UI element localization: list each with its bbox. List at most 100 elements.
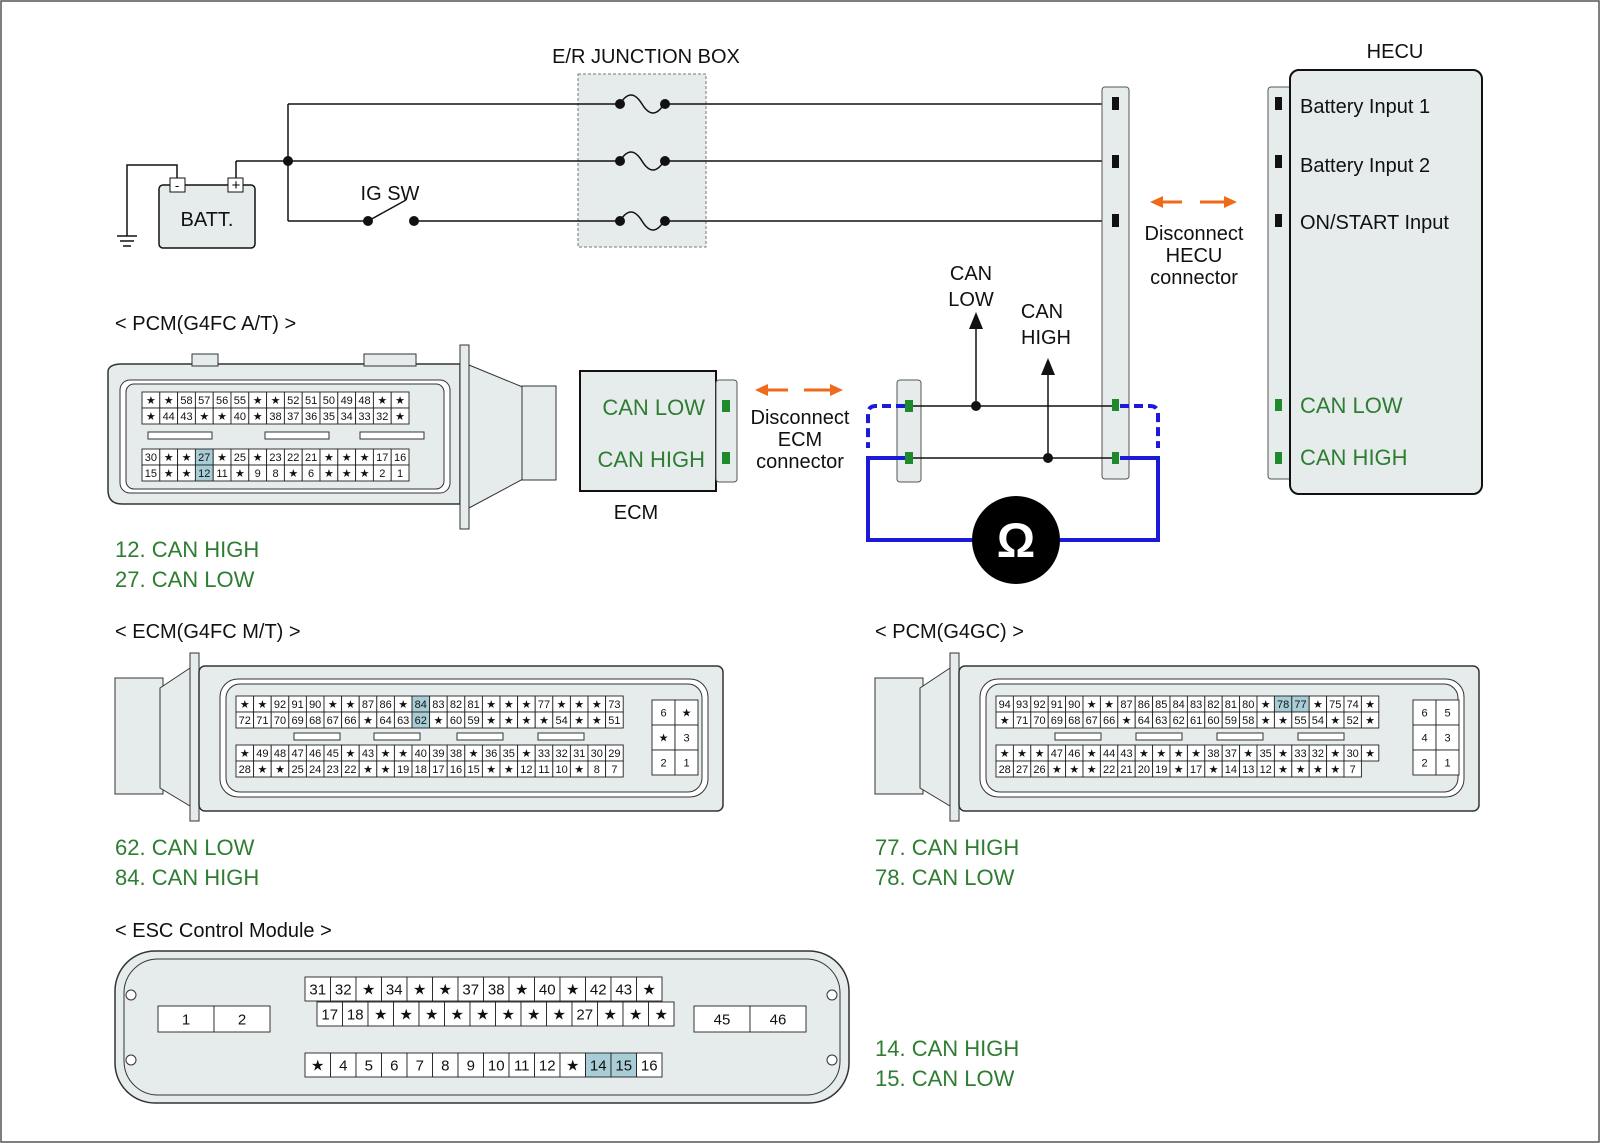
esc-pin-cell (316, 1001, 343, 1027)
ecm-mt-pin: ★ (363, 764, 373, 776)
ecm-mt-pin: 87 (362, 699, 374, 711)
pcm-at-pin: 49 (341, 395, 353, 407)
ecm-mt-pin: 70 (274, 715, 286, 727)
esc-pin: 5 (365, 1057, 373, 1074)
ecm-mt-side-pin: ★ (659, 732, 669, 744)
ecm-mt-pin: ★ (328, 699, 338, 711)
pcm-at-pin: 43 (180, 411, 192, 423)
pcm-gc-pin: ★ (1313, 764, 1323, 776)
ecm-mt-pin: ★ (240, 748, 250, 760)
ecm-mt-pin: 17 (432, 764, 444, 776)
can-high-probe-label-1: CAN (1021, 301, 1063, 323)
ecm-mt-pin: 12 (520, 764, 532, 776)
ecm-mt-pin: 7 (611, 764, 617, 776)
pcm-gc-side-pin: 3 (1444, 732, 1450, 744)
pcm-gc-pin: ★ (1365, 715, 1375, 727)
esc-pin-cell (508, 976, 535, 1002)
ecm-mt-pin: ★ (363, 715, 373, 727)
ecm-mt-pin: 62 (415, 715, 427, 727)
pcm-gc-pin: 66 (1103, 715, 1115, 727)
ecm-mt-pin: ★ (345, 748, 355, 760)
esc-pin-cell (648, 1001, 675, 1027)
pcm-gc-pin-cell (1343, 760, 1362, 778)
pcm-gc-pin: ★ (1243, 748, 1253, 760)
ecm-mt-pin: 71 (256, 715, 268, 727)
esc-pin-cell (495, 1001, 522, 1027)
pcm-gc-pin: 54 (1312, 715, 1324, 727)
ecm-mt-pin: 22 (344, 764, 356, 776)
ecm-mt-pin: ★ (345, 699, 355, 711)
pcm-gc-pin: 82 (1207, 699, 1219, 711)
esc-pin: ★ (553, 1006, 566, 1023)
ecm-mt-pin: 84 (415, 699, 427, 711)
disconnect-ecm-line-3: connector (756, 451, 844, 473)
ecm-mt-pin: 48 (274, 748, 286, 760)
pcm-gc-pin: ★ (1261, 699, 1271, 711)
pcm-gc-pin: 94 (999, 699, 1011, 711)
pcm-gc-pin: 30 (1347, 748, 1359, 760)
ecm-mt-pin: 63 (397, 715, 409, 727)
ecm-mt-pin: ★ (504, 715, 514, 727)
ecm-mt-pin: 23 (327, 764, 339, 776)
esc-pin-cell (520, 1001, 547, 1027)
esc-pin: 7 (416, 1057, 424, 1074)
ecm-mt-pin-cell (605, 760, 624, 778)
battery-plus-terminal (227, 177, 244, 193)
pcm-at-pin: 16 (394, 452, 406, 464)
esc-pin-cell (393, 1001, 420, 1027)
ecm-mt-pin: ★ (592, 715, 602, 727)
esc-pin: 8 (441, 1057, 449, 1074)
esc-pin: 1 (182, 1011, 190, 1028)
pcm-at-pin: ★ (360, 468, 370, 480)
ecm-mt-pin: 39 (432, 748, 444, 760)
ecm-mt-pin: 10 (555, 764, 567, 776)
hecu-module (1289, 69, 1483, 495)
esc-pin: ★ (566, 981, 579, 998)
pcm-at-pin: ★ (271, 395, 281, 407)
pcm-gc-pin: ★ (1296, 764, 1306, 776)
pcm-gc-pin: 59 (1225, 715, 1237, 727)
ecm-mt-pin: ★ (398, 748, 408, 760)
ecm-mt-pin: ★ (381, 764, 391, 776)
esc-pin: ★ (515, 981, 528, 998)
pcm-gc-pin: ★ (1174, 764, 1184, 776)
pcm-gc-pin: ★ (1122, 715, 1132, 727)
pcm-at-pin: 44 (163, 411, 175, 423)
ecm-mt-pin: 66 (344, 715, 356, 727)
pcm-gc-pin: 71 (1016, 715, 1028, 727)
esc-pin: ★ (566, 1057, 579, 1074)
ecm-connector-pin-high (722, 452, 730, 464)
ecm-mt-pin: ★ (257, 764, 267, 776)
pcm-gc-pin: ★ (1313, 699, 1323, 711)
pcm-gc-pin: 47 (1051, 748, 1063, 760)
esc-pin: ★ (413, 981, 426, 998)
ecm-mt-pin: 77 (538, 699, 550, 711)
pcm-at-pin: 51 (305, 395, 317, 407)
ecm-mt-pin: ★ (504, 764, 514, 776)
esc-pin: 2 (238, 1011, 246, 1028)
esc-pin: ★ (476, 1006, 489, 1023)
ecm-can-high: CAN HIGH (597, 447, 705, 472)
battery-minus-sign: - (175, 178, 179, 193)
esc-pin-cell (457, 1052, 484, 1078)
esc-pin-cell (342, 1001, 369, 1027)
esc-pin-cell (157, 1005, 215, 1033)
esc-pin: ★ (374, 1006, 387, 1023)
ecm-mt-pin: 28 (239, 764, 251, 776)
ecm-mt-pin: ★ (574, 699, 584, 711)
ecm-mt-side-pin: 3 (683, 732, 689, 744)
pcm-g4gc-title: < PCM(G4GC) > (875, 621, 1024, 643)
disconnect-ecm-line-2: ECM (778, 429, 822, 451)
ecm-mt-pin: 73 (608, 699, 620, 711)
ecm-mt-pin: 68 (309, 715, 321, 727)
ecm-mt-pin: 64 (379, 715, 391, 727)
ecm-mt-side-pin: 1 (683, 757, 689, 769)
esc-pin: ★ (527, 1006, 540, 1023)
battery-minus-terminal (169, 177, 186, 193)
pcm-gc-pin: ★ (1191, 748, 1201, 760)
pcm-gc-pin: 86 (1138, 699, 1150, 711)
esc-pin: 16 (641, 1057, 658, 1074)
pcm-at-pin: ★ (182, 452, 192, 464)
